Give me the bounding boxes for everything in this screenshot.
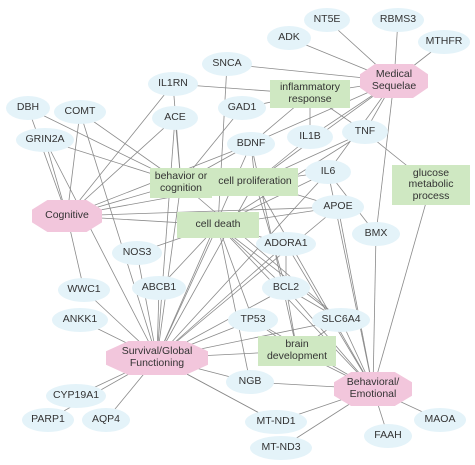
edge-snca-celldeath (217, 63, 228, 226)
node-il1b: IL1B (287, 125, 333, 149)
edge-survival-adora1 (156, 243, 287, 359)
node-il1rn: IL1RN (148, 72, 198, 96)
node-ace: ACE (152, 106, 198, 130)
edge-behavior-slc6a4 (180, 182, 342, 321)
node-gad1: GAD1 (218, 96, 266, 120)
node-bdnf: BDNF (227, 132, 275, 156)
node-behavioral-emotional: Behavioral/ Emotional (334, 372, 412, 406)
node-ngb: NGB (226, 370, 274, 394)
node-inflammatory-response: inflammatory response (270, 80, 350, 108)
node-adk: ADK (267, 26, 311, 50)
edge-behav-glucose (372, 184, 432, 390)
node-wwc1: WWC1 (58, 278, 110, 302)
node-brain-development: brain development (258, 336, 336, 366)
node-tp53: TP53 (228, 308, 278, 332)
node-mthfr: MTHFR (418, 30, 470, 54)
edge-cognitive-comt (66, 111, 81, 217)
node-comt: COMT (54, 100, 106, 124)
node-survival-global-functioning: Survival/Global Functioning (106, 341, 208, 375)
edge-behav-apoe (337, 206, 374, 390)
node-snca: SNCA (202, 52, 252, 76)
node-parp1: PARP1 (22, 408, 74, 432)
edge-cognitive-ace (66, 117, 176, 217)
edge-survival-ace (156, 117, 176, 359)
edge-survival-nos3 (136, 252, 158, 359)
edge-survival-grin2a (44, 139, 158, 359)
node-cell-proliferation: cell proliferation (212, 168, 298, 196)
node-apoe: APOE (312, 195, 364, 219)
edge-cognitive-il1rn (66, 83, 174, 217)
node-bmx: BMX (352, 222, 400, 246)
node-dbh: DBH (6, 96, 50, 120)
node-cell-death: cell death (177, 212, 259, 238)
node-grin2a: GRIN2A (16, 128, 74, 152)
node-aqp4: AQP4 (82, 408, 130, 432)
node-behavior-or-cognition: behavior or cognition (150, 168, 212, 198)
edge-behav-celldeath (217, 224, 374, 390)
node-abcb1: ABCB1 (132, 276, 186, 300)
node-adora1: ADORA1 (256, 232, 316, 256)
node-nos3: NOS3 (112, 241, 162, 265)
node-bcl2: BCL2 (262, 276, 310, 300)
edge-survival-apoe (156, 206, 339, 359)
node-tnf: TNF (342, 120, 388, 144)
edge-behav-bmx (372, 233, 377, 390)
node-nt5e: NT5E (304, 8, 350, 32)
node-glucose-metabolic-process: glucose metabolic process (392, 165, 470, 205)
node-il6: IL6 (305, 160, 351, 184)
edge-survival-comt (79, 111, 158, 359)
node-mt-nd1: MT-ND1 (245, 410, 307, 434)
edge-cognitive-dbh (27, 107, 68, 217)
node-faah: FAAH (364, 424, 412, 448)
edge-medical-bmx (375, 80, 395, 235)
node-cyp19a1: CYP19A1 (46, 384, 106, 408)
node-cognitive: Cognitive (32, 200, 102, 232)
edge-ngb-celldeath (217, 224, 251, 383)
node-maoa: MAOA (414, 408, 466, 432)
node-rbms3: RBMS3 (372, 8, 424, 32)
node-slc6a4: SLC6A4 (312, 308, 370, 332)
edge-cellprolif-survival (156, 181, 256, 359)
node-ankk1: ANKK1 (52, 308, 108, 332)
edge-survival-il6 (156, 171, 329, 359)
node-mt-nd3: MT-ND3 (250, 436, 312, 460)
edge-behav-cellprolif (254, 181, 374, 390)
node-medical-sequelae: Medical Sequelae (360, 64, 428, 98)
